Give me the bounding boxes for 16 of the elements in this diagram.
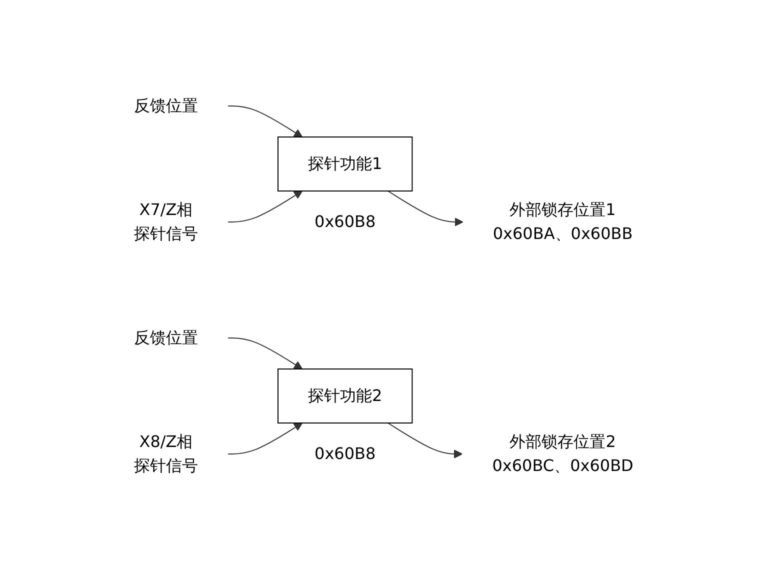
node-text: 反馈位置 bbox=[134, 96, 198, 114]
arrow bbox=[387, 190, 464, 226]
node-box: 探针功能1 bbox=[277, 136, 412, 191]
node-text: X7/Z相 探针信号 bbox=[134, 200, 198, 242]
node-box: 探针功能2 bbox=[277, 368, 412, 423]
node-text: 外部锁存位置1 0x60BA、0x60BB bbox=[492, 200, 633, 242]
arrow bbox=[387, 422, 462, 458]
node-label: 0x60B8 bbox=[314, 212, 376, 230]
arrow bbox=[227, 105, 302, 137]
arrow bbox=[227, 422, 302, 454]
node-text: X8/Z相 探针信号 bbox=[134, 432, 198, 474]
node-label: 0x60B8 bbox=[314, 444, 376, 462]
arrow bbox=[227, 190, 302, 222]
node-text: 反馈位置 bbox=[134, 328, 198, 346]
node-text: 外部锁存位置2 0x60BC、0x60BD bbox=[492, 432, 634, 474]
arrow bbox=[227, 337, 302, 369]
